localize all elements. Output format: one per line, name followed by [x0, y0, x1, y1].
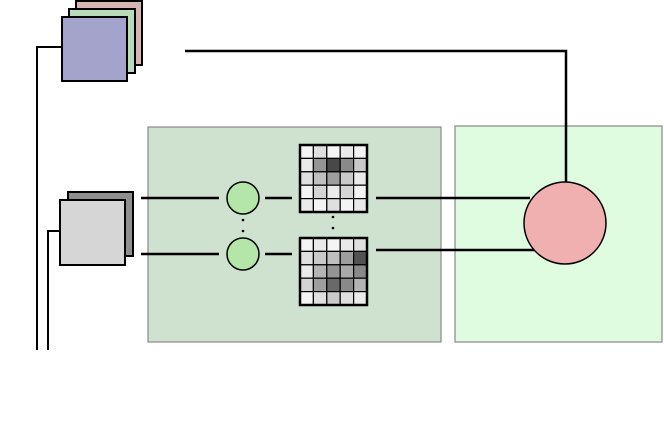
grid-cell [326, 171, 341, 186]
grid-cell [339, 264, 355, 279]
lower-node [226, 237, 260, 271]
grid-cell [326, 291, 341, 306]
top-connector [185, 49, 568, 182]
grid-cell [353, 277, 368, 293]
processing-panel [147, 126, 442, 343]
grid-cell [312, 184, 328, 200]
grid-cell [312, 144, 328, 159]
grid-ellipsis [331, 215, 335, 230]
grid-cell [299, 237, 314, 252]
grid-cell [299, 184, 314, 200]
grid-cell [353, 198, 368, 213]
grid-cell [326, 198, 341, 213]
gray-layer-front [59, 199, 126, 266]
grid-cell [339, 171, 355, 186]
grid-cell [326, 157, 341, 173]
grid-cell [299, 291, 314, 306]
grid-cell [339, 198, 355, 213]
left-connector-outer [36, 46, 62, 350]
grid-border [298, 236, 369, 307]
grid-cell [299, 157, 314, 173]
grid-cell [312, 291, 328, 306]
grid-cell [299, 171, 314, 186]
node-ellipsis [241, 218, 245, 233]
output-node [523, 181, 607, 265]
grid-cell [353, 184, 368, 200]
grid-cell [339, 291, 355, 306]
upper-feature-grid [298, 143, 369, 214]
grid-cell [353, 264, 368, 279]
grid-cell [312, 237, 328, 252]
grid-cell [326, 144, 341, 159]
grid-cell [312, 264, 328, 279]
grid-cell [326, 277, 341, 293]
grid-cell [299, 144, 314, 159]
grid-cell [339, 250, 355, 266]
grid-cell [353, 237, 368, 252]
lower-feature-grid [298, 236, 369, 307]
grid-cell [299, 250, 314, 266]
grid-cell [299, 264, 314, 279]
grid-cell [353, 144, 368, 159]
grid-cell [339, 237, 355, 252]
grid-cell [312, 250, 328, 266]
grid-cell [339, 184, 355, 200]
grid-cell [312, 157, 328, 173]
grid-cell [312, 198, 328, 213]
grid-border [298, 143, 369, 214]
grid-cell [339, 144, 355, 159]
grid-cell [326, 250, 341, 266]
grid-cell [299, 198, 314, 213]
left-connector-inner [47, 230, 60, 350]
color-image-stack [61, 0, 143, 82]
grid-cell [353, 171, 368, 186]
grid-cell [339, 277, 355, 293]
grid-cell [353, 291, 368, 306]
grid-cell [312, 277, 328, 293]
grid-cell [353, 157, 368, 173]
grid-cell [353, 250, 368, 266]
grid-cell [326, 237, 341, 252]
stack-layer-front [61, 16, 128, 82]
grid-cell [312, 171, 328, 186]
grid-cell [299, 277, 314, 293]
grid-cell [326, 264, 341, 279]
grid-cell [339, 157, 355, 173]
upper-node [226, 181, 260, 215]
gray-image-stack [59, 191, 134, 266]
grid-cell [326, 184, 341, 200]
